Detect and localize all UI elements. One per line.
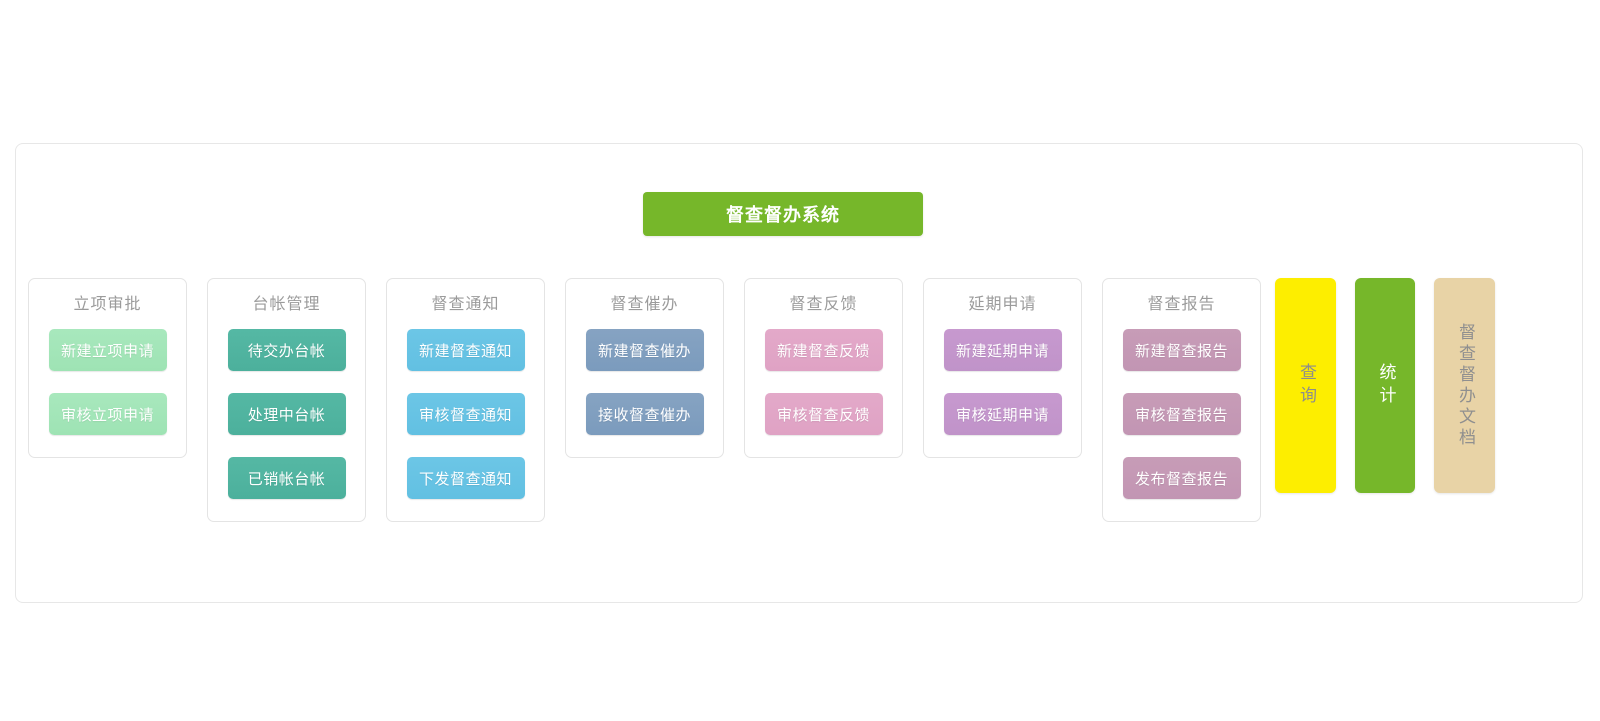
button-review-supervision-notice[interactable]: 审核督查通知 <box>406 393 525 435</box>
side-action-list: 查询 统计 督查督办文档 <box>1275 278 1495 493</box>
button-review-project-application[interactable]: 审核立项申请 <box>48 393 167 435</box>
button-new-supervision-feedback[interactable]: 新建督查反馈 <box>764 329 883 371</box>
button-new-supervision-reminder[interactable]: 新建督查催办 <box>585 329 704 371</box>
button-review-supervision-report[interactable]: 审核督查报告 <box>1122 393 1241 435</box>
button-new-supervision-report[interactable]: 新建督查报告 <box>1122 329 1241 371</box>
module-card-project-approval: 立项审批新建立项申请审核立项申请 <box>28 278 187 458</box>
button-new-supervision-notice[interactable]: 新建督查通知 <box>406 329 525 371</box>
button-review-supervision-feedback[interactable]: 审核督查反馈 <box>764 393 883 435</box>
button-in-process-ledger[interactable]: 处理中台帐 <box>227 393 346 435</box>
module-card-supervision-report: 督查报告新建督查报告审核督查报告发布督查报告 <box>1102 278 1261 522</box>
diagram-panel: 督查督办系统 立项审批新建立项申请审核立项申请台帐管理待交办台帐处理中台帐已销帐… <box>15 143 1583 603</box>
button-new-extension-application[interactable]: 新建延期申请 <box>943 329 1062 371</box>
module-card-extension-application: 延期申请新建延期申请审核延期申请 <box>923 278 1082 458</box>
button-review-extension-application[interactable]: 审核延期申请 <box>943 393 1062 435</box>
button-receive-supervision-reminder[interactable]: 接收督查催办 <box>585 393 704 435</box>
module-title: 督查报告 <box>1147 294 1216 313</box>
module-card-supervision-reminder: 督查催办新建督查催办接收督查催办 <box>565 278 724 458</box>
module-title: 延期申请 <box>968 294 1037 313</box>
button-new-project-application[interactable]: 新建立项申请 <box>48 329 167 371</box>
module-card-supervision-notice: 督查通知新建督查通知审核督查通知下发督查通知 <box>386 278 545 522</box>
button-closed-ledger[interactable]: 已销帐台帐 <box>227 457 346 499</box>
side-button-statistics[interactable]: 统计 <box>1355 278 1415 493</box>
module-title: 台帐管理 <box>252 294 321 313</box>
module-column-list: 立项审批新建立项申请审核立项申请台帐管理待交办台帐处理中台帐已销帐台帐督查通知新… <box>28 278 1573 522</box>
side-button-label: 查询 <box>1296 362 1316 409</box>
module-title: 立项审批 <box>73 294 142 313</box>
side-button-query[interactable]: 查询 <box>1275 278 1336 493</box>
module-title: 督查反馈 <box>789 294 858 313</box>
module-title: 督查催办 <box>610 294 679 313</box>
side-button-label: 统计 <box>1375 362 1396 409</box>
side-button-label: 督查督办文档 <box>1455 322 1475 449</box>
button-publish-supervision-report[interactable]: 发布督查报告 <box>1122 457 1241 499</box>
side-button-supervision-document[interactable]: 督查督办文档 <box>1434 278 1495 493</box>
module-title: 督查通知 <box>431 294 500 313</box>
button-pending-assignment-ledger[interactable]: 待交办台帐 <box>227 329 346 371</box>
module-card-ledger-management: 台帐管理待交办台帐处理中台帐已销帐台帐 <box>207 278 366 522</box>
module-card-supervision-feedback: 督查反馈新建督查反馈审核督查反馈 <box>744 278 903 458</box>
button-issue-supervision-notice[interactable]: 下发督查通知 <box>406 457 525 499</box>
system-title-button[interactable]: 督查督办系统 <box>643 192 923 236</box>
